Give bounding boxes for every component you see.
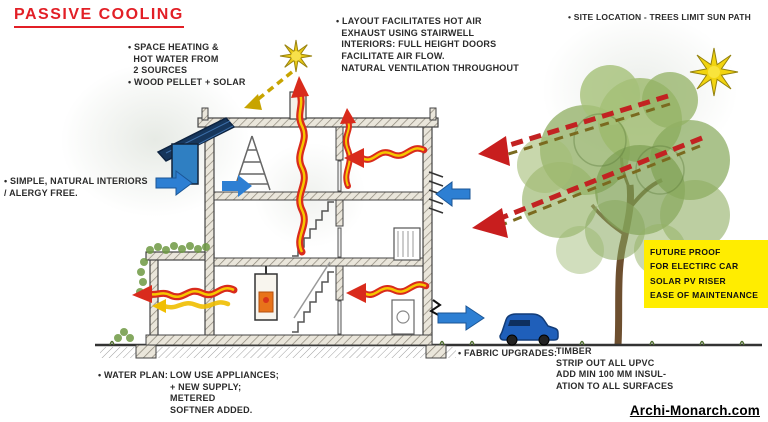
full-height-door [337, 300, 342, 335]
future-proof-callout: FUTURE PROOF FOR ELECTIRC CAR SOLAR PV R… [644, 240, 768, 308]
fresh-air-arrow [155, 170, 193, 196]
sun-large-icon [689, 47, 739, 97]
annotation-fabric-upgrades-detail: TIMBER STRIP OUT ALL UPVC ADD MIN 100 MM… [556, 346, 674, 392]
airflow-arrow-first-floor [346, 281, 430, 303]
airflow-arrow-stairwell [340, 108, 356, 189]
airflow-arrow-yellow [152, 299, 231, 313]
stairwell-spine-wall [335, 126, 344, 335]
full-height-door [337, 227, 342, 258]
car-icon [499, 313, 559, 346]
future-proof-line: FUTURE PROOF [650, 247, 721, 257]
staircase [292, 201, 334, 333]
future-proof-line: FOR ELECTIRC CAR [650, 261, 739, 272]
annotation-space-heating: • SPACE HEATING & HOT WATER FROM 2 SOURC… [128, 42, 246, 88]
annotation-layout: • LAYOUT FACILITATES HOT AIR EXHAUST USI… [336, 16, 519, 73]
roof-slab [197, 117, 439, 128]
green-roof-slab [145, 251, 215, 261]
annotation-site-location: • SITE LOCATION - TREES LIMIT SUN PATH [568, 12, 751, 22]
fresh-air-arrow [222, 175, 252, 197]
annotation-water-plan-label: • WATER PLAN: [98, 370, 169, 380]
airflow-arrow-rising [291, 76, 309, 256]
building-section [114, 91, 444, 346]
watermark: Archi-Monarch.com [629, 403, 760, 418]
sun-path-arrow [472, 135, 703, 238]
boiler-stove-icon [254, 266, 278, 321]
annotation-water-plan-detail: LOW USE APPLIANCES; + NEW SUPPLY; METERE… [170, 370, 279, 416]
solar-collector-ray-arrow [244, 70, 294, 110]
airflow-arrow-second-floor [344, 145, 428, 168]
ev-supply-arrow [437, 305, 485, 331]
page-title: PASSIVE COOLING [14, 6, 184, 28]
annotation-interiors: • SIMPLE, NATURAL INTERIORS / ALERGY FRE… [4, 176, 148, 198]
future-proof-line: SOLAR PV RISER [650, 275, 726, 286]
sun-path-arrow [478, 93, 671, 166]
annotation-fabric-upgrades-label: • FABRIC UPGRADES: [458, 348, 558, 358]
future-proof-line: EASE OF MAINTENANCE [650, 290, 759, 301]
airflow-arrow-ground-floor [132, 284, 238, 303]
fresh-air-arrow [435, 181, 471, 207]
appliance-icon [391, 299, 415, 335]
sun-small-icon [279, 39, 313, 73]
full-height-door [337, 160, 342, 192]
radiator-icon [393, 227, 421, 261]
ev-cable-icon [429, 299, 443, 318]
